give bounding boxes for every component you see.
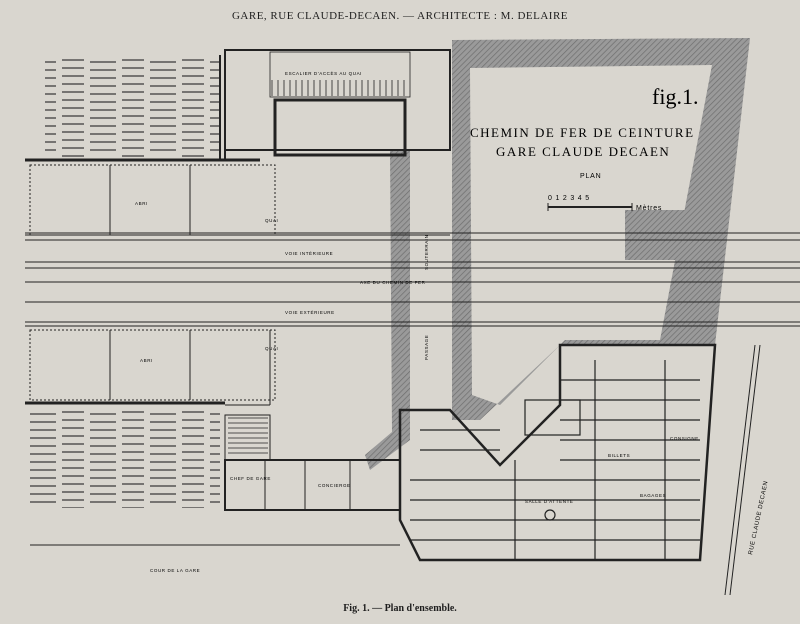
scale-numbers: 0 1 2 3 4 5 <box>548 195 590 202</box>
wall-patch-right <box>625 210 720 260</box>
label-quai-bottom: QUAI <box>265 346 278 351</box>
lower-platform <box>25 329 401 546</box>
embankment-upper-left <box>45 55 220 157</box>
label-passage: PASSAGE <box>424 335 429 360</box>
retaining-wall <box>452 38 750 420</box>
station-building <box>398 343 717 562</box>
embankment-lower-left <box>30 408 220 508</box>
label-voie-exterieure: VOIE EXTÉRIEURE <box>285 309 335 315</box>
label-abri-bottom: ABRI <box>140 358 153 363</box>
label-quai-top: QUAI <box>265 218 278 223</box>
label-billets: BILLETS <box>608 453 630 458</box>
passage-wall <box>365 150 410 470</box>
label-voie-interieure: VOIE INTÉRIEURE <box>285 250 333 256</box>
label-chef: CHEF DE GARE <box>230 476 271 481</box>
scale-unit: Mètres <box>636 205 662 212</box>
label-rue: RUE CLAUDE DECAEN <box>748 480 770 555</box>
track-lines <box>25 232 800 327</box>
upper-stair <box>224 49 451 454</box>
label-souterrain: SOUTERRAIN <box>424 234 429 270</box>
street-edge <box>724 344 761 596</box>
label-bagages: BAGAGES <box>640 493 666 498</box>
label-cour: COUR DE LA GARE <box>150 568 200 573</box>
fig-label: fig.1. <box>652 84 698 109</box>
title-line-1: CHEMIN DE FER DE CEINTURE <box>470 125 695 140</box>
title-line-3: PLAN <box>580 173 602 180</box>
plate-header: GARE, RUE CLAUDE-DECAEN. — ARCHITECTE : … <box>231 10 569 22</box>
label-abri-top: ABRI <box>135 201 148 206</box>
label-consigne: CONSIGNE <box>670 436 699 441</box>
label-axe: AXE DU CHEMIN DE FER <box>360 280 426 285</box>
scale-bar <box>547 203 633 211</box>
label-escalier-upper: ESCALIER D'ACCÈS AU QUAI <box>285 70 362 76</box>
title-line-2: GARE CLAUDE DECAEN <box>496 144 670 159</box>
label-concierge: CONCIERGE <box>318 483 351 488</box>
label-salle: SALLE D'ATTENTE <box>525 499 574 504</box>
figure-caption: Fig. 1. — Plan d'ensemble. <box>343 603 457 614</box>
